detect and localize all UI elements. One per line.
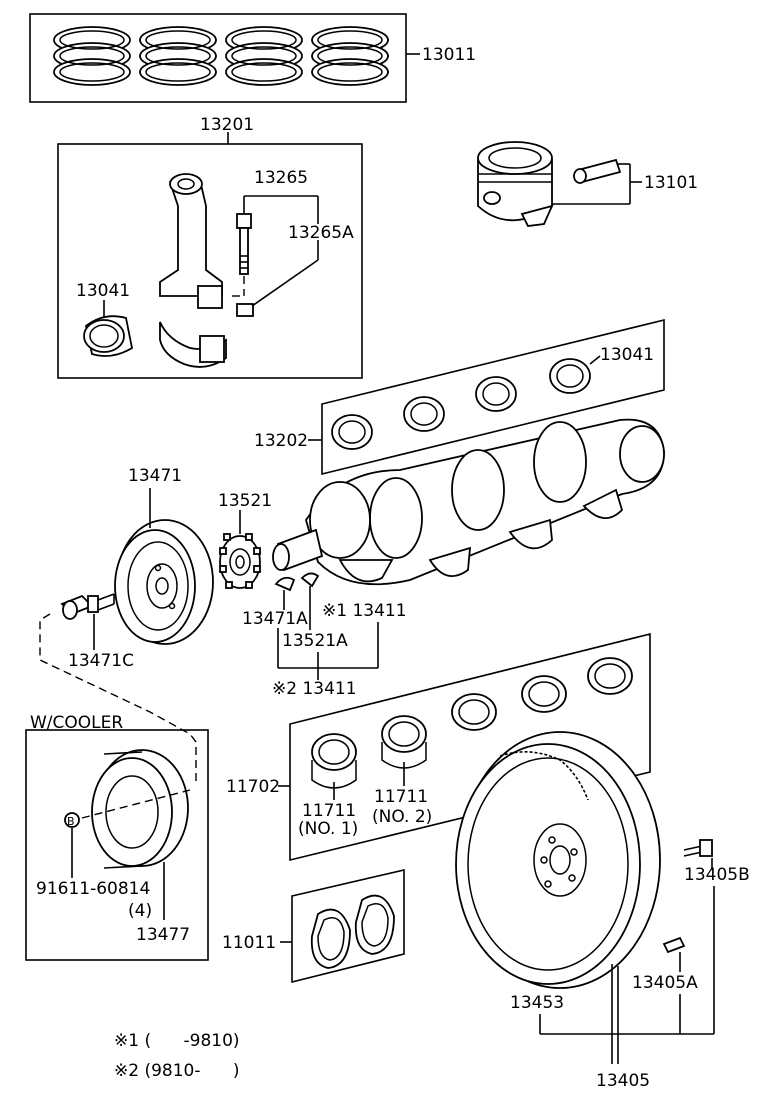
main-bearing-upper-set: [308, 318, 665, 476]
label-no2: (NO. 2): [372, 807, 432, 827]
label-note2-13411: ※2 13411: [272, 679, 357, 699]
label-w-cooler: W/COOLER: [30, 713, 123, 733]
label-13521a: 13521A: [282, 631, 348, 651]
flywheel-assembly-bracket: [539, 886, 715, 1064]
label-13477: 13477: [136, 925, 190, 945]
connecting-rod-assembly: [57, 132, 363, 379]
main-bearing-lower-set: [278, 632, 651, 862]
label-13405a: 13405A: [632, 973, 698, 993]
label-91611-60814: 91611-60814: [36, 879, 150, 899]
label-13101: 13101: [644, 173, 698, 193]
label-11702: 11702: [226, 777, 280, 797]
label-qty-4: (4): [128, 901, 152, 921]
flywheel-bolt: [683, 839, 713, 870]
label-13405b: 13405B: [684, 865, 750, 885]
thrust-washer-set: [280, 868, 405, 984]
label-13471a: 13471A: [242, 609, 308, 629]
label-13265a: 13265A: [288, 223, 354, 243]
label-note1-13411: ※1 13411: [322, 601, 407, 621]
label-13041-main-bearing: 13041: [600, 345, 654, 365]
piston-and-pin: [477, 141, 642, 227]
crankshaft-pulley-bolt: [60, 593, 115, 650]
cooler-pulley-box: [25, 729, 209, 961]
crankshaft-pulley: [114, 488, 214, 645]
label-13521: 13521: [218, 491, 272, 511]
crankshaft-timing-gear: [219, 510, 261, 589]
label-11711-no2: 11711: [374, 787, 428, 807]
piston-ring-set: [29, 13, 420, 103]
label-13453: 13453: [510, 993, 564, 1013]
flywheel: [455, 731, 661, 989]
label-11711-no1: 11711: [302, 801, 356, 821]
label-13265: 13265: [254, 168, 308, 188]
label-13471c: 13471C: [68, 651, 134, 671]
label-11011: 11011: [222, 933, 276, 953]
label-13202: 13202: [254, 431, 308, 451]
footnote-2: ※2 (9810- ): [114, 1061, 240, 1081]
label-13201: 13201: [200, 115, 254, 135]
label-13405: 13405: [596, 1071, 650, 1091]
label-13011: 13011: [422, 45, 476, 65]
flywheel-dowel-pin: [662, 936, 686, 972]
label-13471: 13471: [128, 466, 182, 486]
label-13041-rod-bearing: 13041: [76, 281, 130, 301]
crankshaft-keys: [274, 572, 379, 680]
dashed-reference-line: [39, 613, 197, 786]
crankshaft: [272, 418, 665, 586]
footnote-1: ※1 ( -9810): [114, 1031, 240, 1051]
bolt-b-marker: B: [67, 815, 75, 828]
label-no1: (NO. 1): [298, 819, 358, 839]
